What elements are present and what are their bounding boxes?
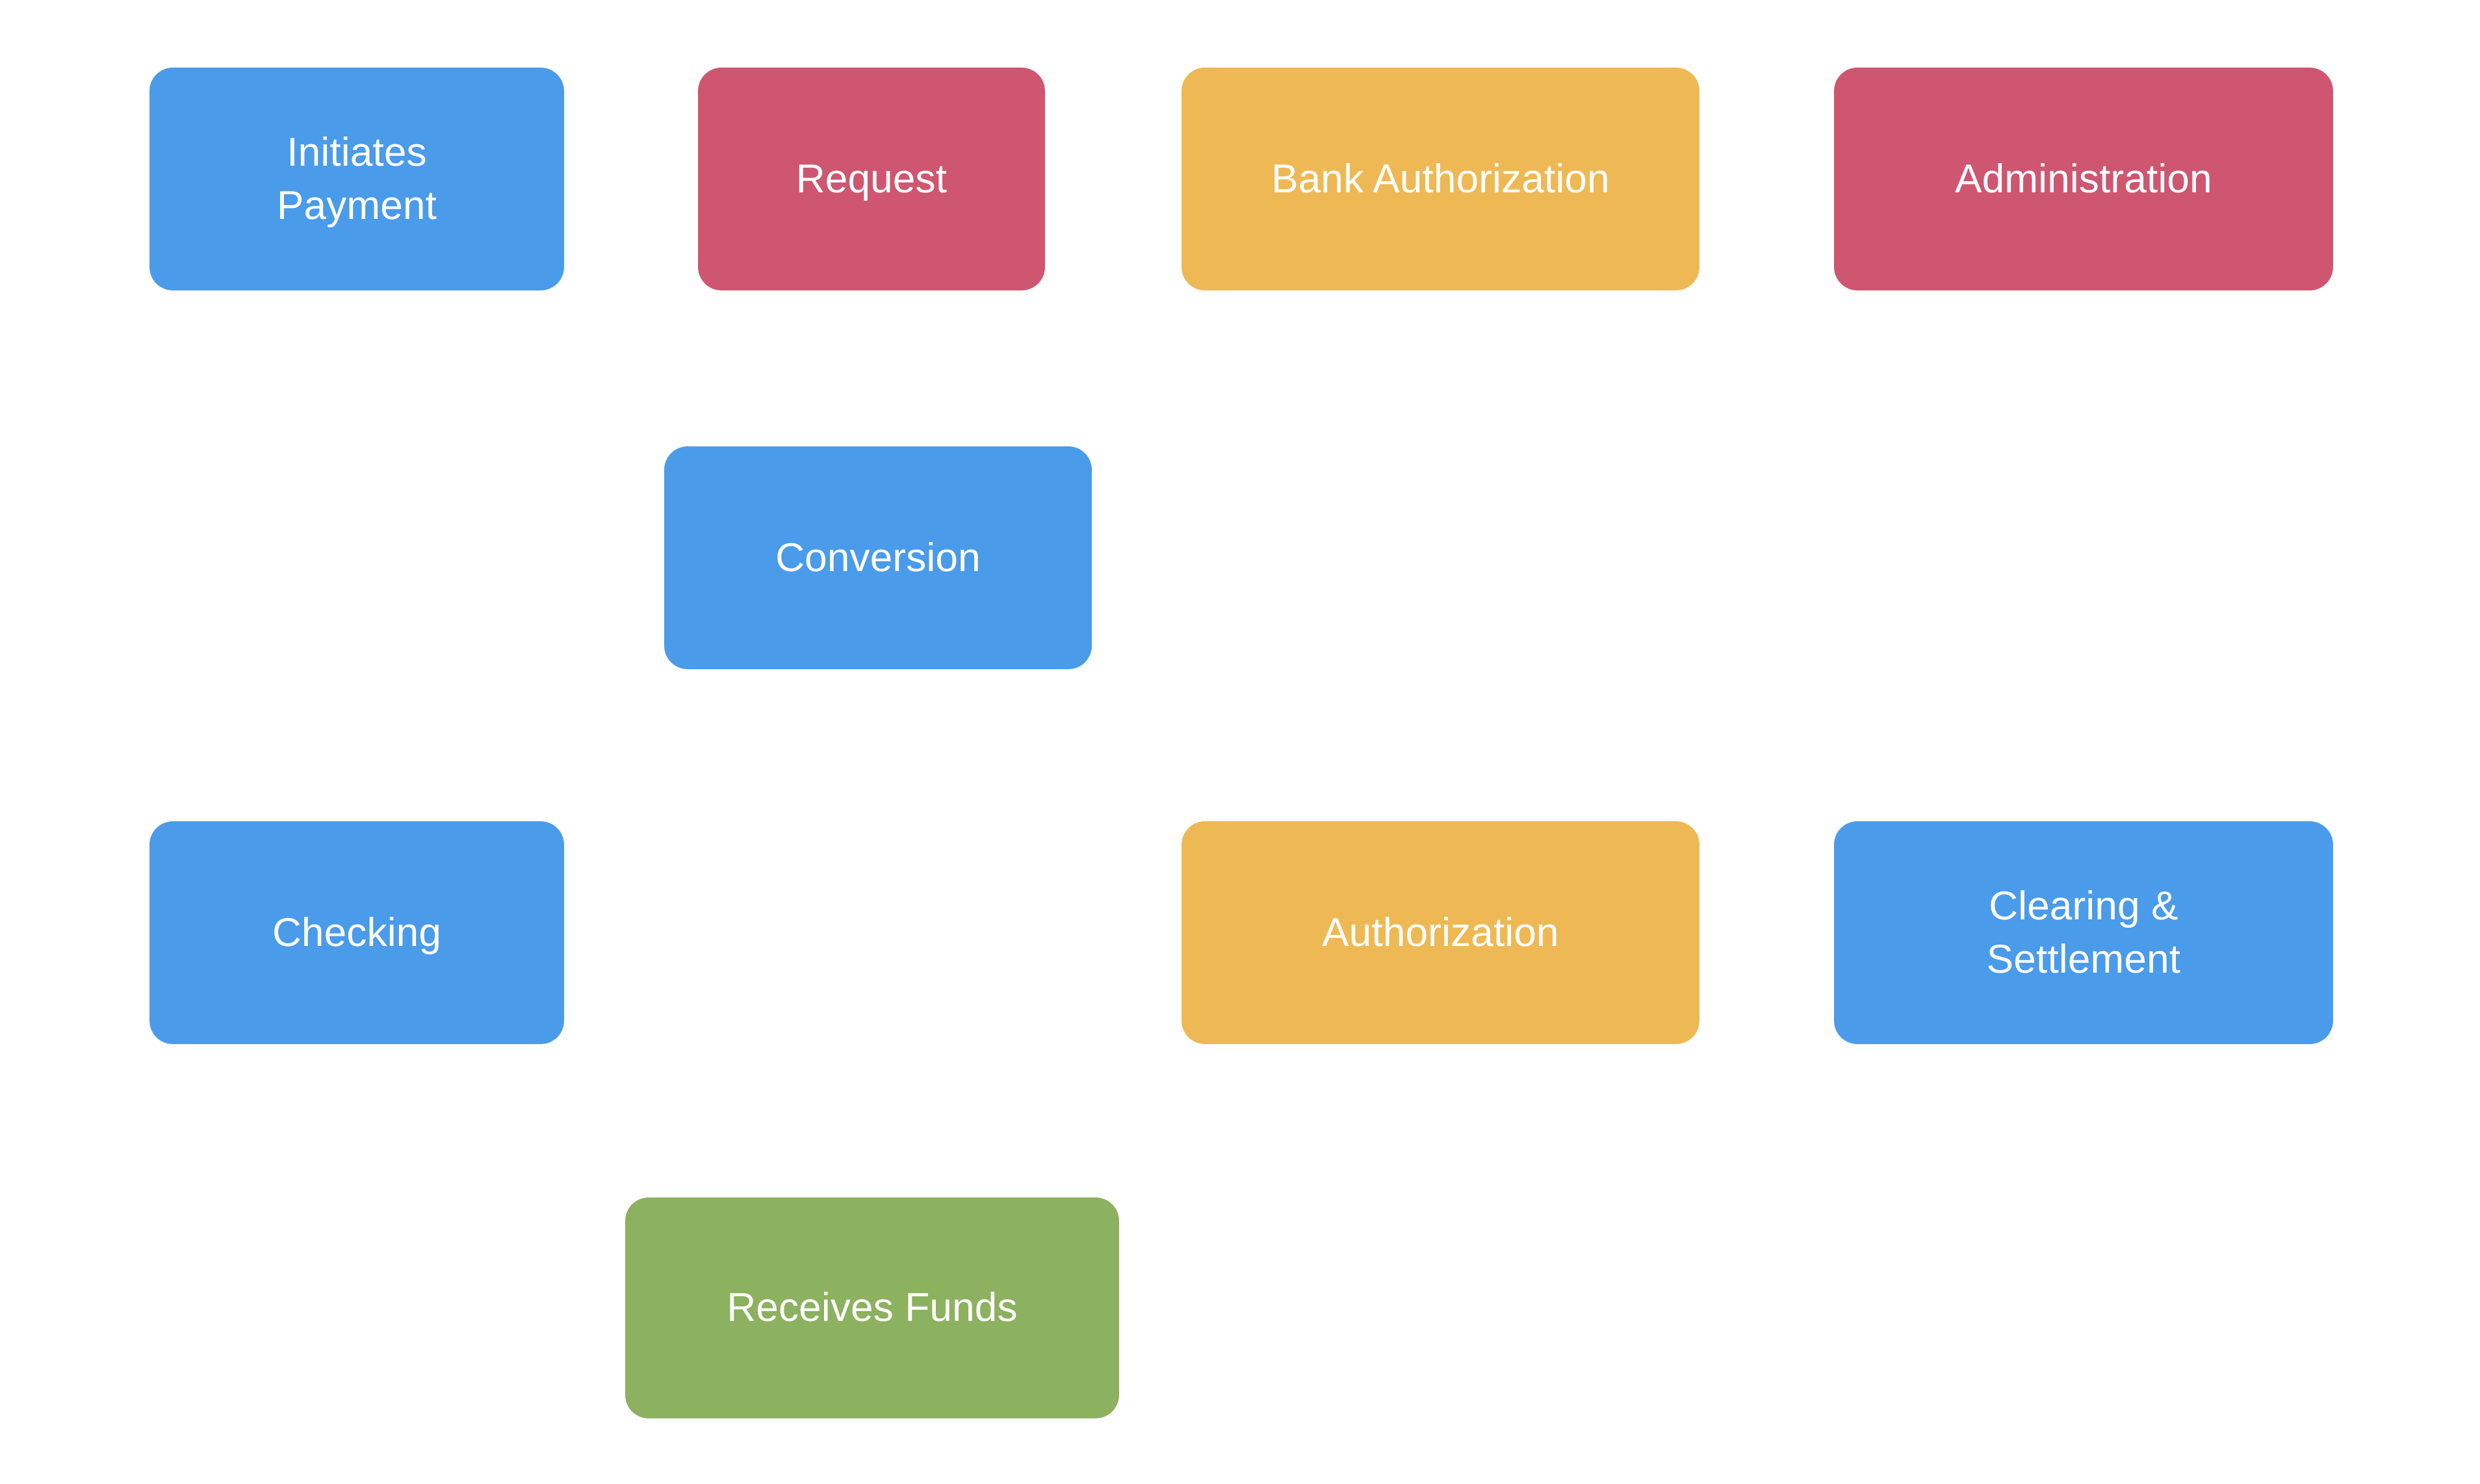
node-administration[interactable]: Administration [1834, 68, 2333, 290]
node-bank-authorization[interactable]: Bank Authorization [1182, 68, 1699, 290]
node-label-request: Request [795, 156, 948, 201]
node-label-initiates-payment: Initiates Payment [276, 129, 437, 228]
node-authorization[interactable]: Authorization [1182, 821, 1699, 1044]
node-request[interactable]: Request [698, 68, 1045, 290]
node-receives-funds[interactable]: Receives Funds [625, 1197, 1119, 1418]
node-conversion[interactable]: Conversion [664, 446, 1092, 669]
node-label-receives-funds: Receives Funds [727, 1285, 1018, 1331]
node-label-clearing-settlement: Clearing & Settlement [1986, 883, 2181, 982]
node-label-administration: Administration [1955, 156, 2212, 201]
node-initiates-payment[interactable]: Initiates Payment [149, 68, 564, 290]
node-checking[interactable]: Checking [149, 821, 564, 1044]
node-label-authorization: Authorization [1322, 910, 1559, 955]
node-label-conversion: Conversion [775, 535, 981, 580]
node-clearing-settlement[interactable]: Clearing & Settlement [1834, 821, 2333, 1044]
node-label-checking: Checking [272, 910, 442, 955]
node-label-bank-authorization: Bank Authorization [1271, 156, 1610, 201]
